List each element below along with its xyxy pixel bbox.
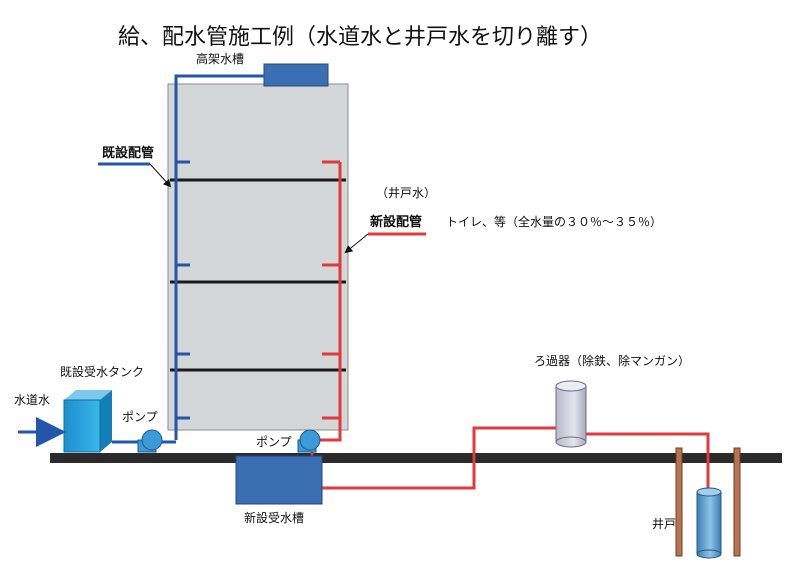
well-casing-left: [675, 447, 683, 557]
elevated-tank-label: 高架水槽: [196, 51, 244, 66]
ground-line: [50, 453, 782, 463]
well-label: 井戸: [652, 517, 676, 531]
filter-label: ろ過器（除鉄、除マンガン）: [534, 353, 690, 368]
well-water-note: （井戸水）: [376, 186, 436, 200]
pump-center-icon: [297, 429, 321, 453]
pump-left-label: ポンプ: [122, 410, 158, 424]
city-water-label: 水道水: [14, 393, 50, 407]
existing-pipe-pointer: [149, 163, 172, 188]
diagram-title: 給、配水管施工例（水道水と井戸水を切り離す）: [118, 25, 602, 50]
existing-tank-label: 既設受水タンク: [60, 364, 144, 379]
new-pipe-label: 新設配管: [370, 214, 422, 230]
existing-tank-top: [64, 390, 112, 400]
building: [167, 83, 349, 431]
existing-tank-side: [100, 390, 112, 452]
new-pipe-pointer: [344, 233, 369, 254]
new-pipe-note: トイレ、等（全水量の３０％～３５％）: [446, 214, 662, 229]
existing-pipe-label: 既設配管: [102, 145, 154, 161]
new-tank-label: 新設受水槽: [244, 510, 304, 525]
existing-piping: [160, 74, 264, 444]
pump-left-icon: [137, 429, 163, 453]
well-casing-right: [733, 447, 741, 557]
elevated-tank: [263, 63, 329, 87]
well-pump-icon: [696, 487, 722, 559]
filter-icon: [555, 380, 587, 448]
pump-center-label: ポンプ: [256, 435, 292, 449]
existing-tank: [63, 399, 101, 453]
new-water-tank: [235, 455, 323, 505]
new-piping: [310, 160, 710, 492]
